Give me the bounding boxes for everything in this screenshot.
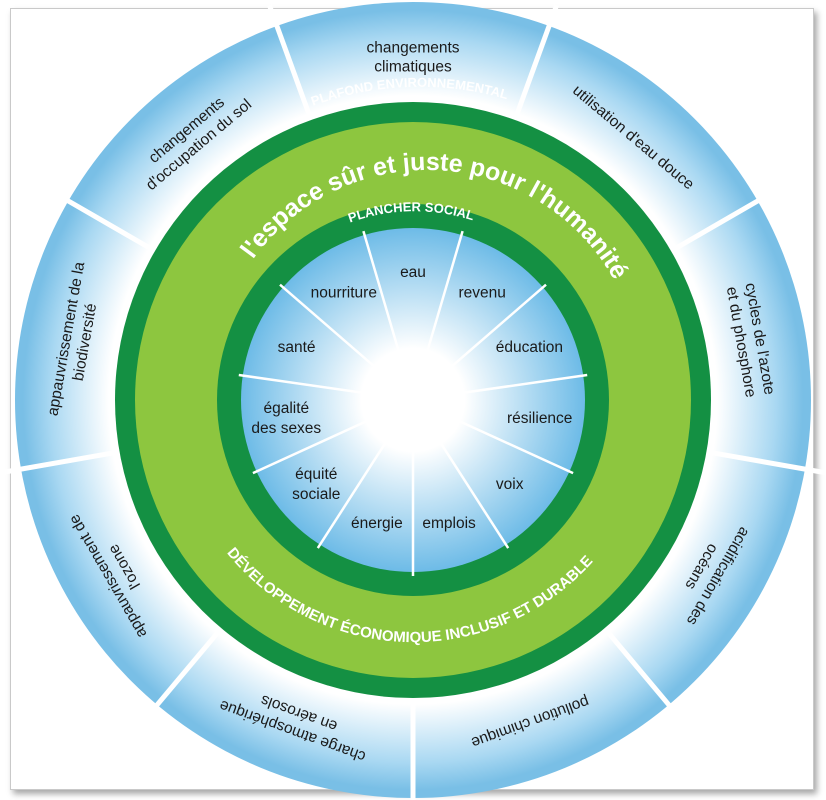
social-foundation-line: énergie [351,515,403,532]
inner-divider [421,414,510,549]
inner-divider [279,283,401,390]
social-foundation-label: emplois [422,515,476,532]
social-foundation-line: résilience [507,410,572,427]
outer-divider [267,4,315,123]
inner-divider [316,414,405,549]
social-foundation-line: égalité [263,400,309,417]
inner-divider [430,373,588,399]
social-foundation-label: santé [278,339,316,356]
outer-divider [0,448,122,476]
inner-divider [416,230,464,384]
outer-boundary-line: changements [366,40,459,57]
inner-divider [238,373,396,399]
social-foundation-line: emplois [422,515,476,532]
social-foundation-label: voix [496,476,524,493]
social-foundation-label: eau [400,264,426,281]
social-foundation-label: éducation [496,339,563,356]
social-foundation-line: revenu [458,284,505,301]
outer-boundary-label: changements climatiques [366,40,459,76]
outer-divider [601,625,685,724]
social-foundation-line: santé [278,339,316,356]
outer-divider [48,187,158,255]
inner-blue-field [241,228,585,572]
social-foundation-labels: eau revenu éducation résilience voix emplois é… [251,264,572,532]
social-foundation-label: énergie [351,515,403,532]
social-foundation-line: éducation [496,339,563,356]
social-foundation-label: revenu [458,284,505,301]
inner-dividers [238,230,588,576]
social-foundation-line: eau [400,264,426,281]
outer-divider [668,187,778,255]
social-foundation-line: des sexes [251,420,321,437]
inner-divider [252,406,398,475]
social-foundation-label: nourriture [311,284,377,301]
outer-divider [511,4,559,123]
outer-divider [141,625,225,724]
inner-divider [362,230,410,384]
social-foundation-line: voix [496,476,524,493]
social-foundation-label: équité sociale [292,466,340,503]
social-foundation-label: égalité des sexes [251,400,321,437]
social-foundation-label: résilience [507,410,572,427]
outer-dividers [0,4,826,800]
outer-divider [704,448,826,476]
inner-divider [428,406,574,475]
social-foundation-line: sociale [292,486,340,503]
social-foundation-line: équité [295,466,337,483]
outer-boundary-line: climatiques [374,59,452,76]
inner-divider [425,283,547,390]
social-foundation-line: nourriture [311,284,377,301]
